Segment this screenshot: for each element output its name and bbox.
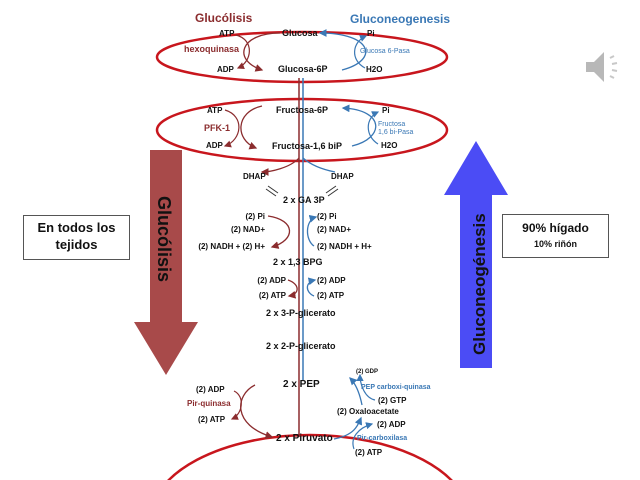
adp-label-2: ADP [206, 141, 224, 150]
enzyme-g6pase: Glucosa 6-Pasa [360, 48, 410, 55]
pc-atp-adp-arrow [352, 422, 374, 450]
gng-nad: (2) NAD+ [317, 225, 351, 234]
h2o-pi-arrow [354, 35, 368, 69]
pepck-gtp-gdp-arrow [356, 373, 376, 401]
left-box-line2: tejidos [55, 237, 98, 252]
pi-label: Pi [367, 29, 375, 38]
dhap-left: DHAP [243, 172, 266, 181]
gly-nad: (2) NAD+ [231, 225, 265, 234]
enzyme-fbpase-line1: Fructosa [378, 121, 405, 128]
pk-atp: (2) ATP [198, 415, 226, 424]
gly-adp: (2) ADP [257, 276, 286, 285]
dhap-right: DHAP [331, 172, 354, 181]
h2o-label: H2O [366, 65, 382, 74]
left-box-line1: En todos los [37, 220, 116, 235]
atp-label: ATP [219, 29, 235, 38]
oxaloacetate: (2) Oxaloacetate [337, 407, 399, 416]
adp-label: ADP [217, 65, 235, 74]
regulation-ellipse-2 [155, 97, 449, 163]
right-info-box: 90% hígado 10% riñón [502, 214, 609, 258]
pep: 2 x PEP [283, 379, 320, 390]
pc-atp: (2) ATP [355, 448, 383, 457]
fructose-6p: Fructosa-6P [276, 105, 328, 115]
step3-gly-arrow [267, 215, 291, 249]
gly-atp: (2) ATP [259, 291, 287, 300]
h2o-pi-arrow-2 [367, 111, 380, 145]
pfk1-arrow [240, 105, 263, 150]
pc-adp: (2) ADP [377, 420, 406, 429]
glucose: Glucosa [282, 28, 319, 38]
fbpase-arrow [341, 104, 377, 147]
pk-adp: (2) ADP [196, 385, 225, 394]
enzyme-fbpase-line2: 1,6 bi-Pasa [378, 129, 414, 136]
g6pase-arrow [318, 29, 367, 71]
2pg: 2 x 2-P-glicerato [266, 341, 336, 351]
gly-pi: (2) Pi [245, 212, 265, 221]
pk-arrow [240, 384, 274, 439]
enzyme-pepck: PEP carboxi-quinasa [361, 384, 431, 391]
atp-adp-arrow-2 [223, 109, 240, 148]
h2o-label-2: H2O [381, 141, 397, 150]
speaker-icon[interactable] [586, 52, 618, 82]
fructose-16bp: Fructosa-1,6 biP [272, 141, 342, 151]
header-glycolysis: Glucólisis [195, 11, 253, 25]
pk-adp-atp-arrow [230, 390, 242, 420]
enzyme-pfk1: PFK-1 [204, 123, 230, 133]
pyruvate: 2 x Piruvato [276, 433, 333, 444]
gng-adp: (2) ADP [317, 276, 346, 285]
glycolysis-arrow-label: Glucólisis [154, 196, 174, 282]
step4-gng-arrow [306, 277, 317, 297]
gng-atp: (2) ATP [317, 291, 345, 300]
right-box-line1: 90% hígado [522, 221, 589, 235]
gluconeogenesis-arrow-label: Gluconeogénesis [470, 213, 489, 355]
equilibrium-left-icon [265, 185, 279, 197]
ga3p: 2 x GA 3P [283, 195, 325, 205]
dhap-left-arrow [260, 157, 300, 176]
glycolysis-down-arrow [134, 150, 198, 375]
enzyme-hexokinase: hexoquinasa [184, 44, 240, 54]
pi-label-2: Pi [382, 106, 390, 115]
equilibrium-right-icon [325, 185, 339, 197]
pepck-gdp: (2) GDP [356, 369, 378, 375]
bpg: 2 x 1,3 BPG [273, 257, 323, 267]
enzyme-pyruvate-carboxylase: Pir-carboxilasa [357, 435, 407, 442]
3pg: 2 x 3-P-glicerato [266, 308, 336, 318]
gluconeogenesis-up-arrow [444, 141, 508, 368]
gly-nadh: (2) NADH + (2) H+ [198, 242, 265, 251]
gng-nadh: (2) NADH + H+ [317, 242, 372, 251]
regulation-ellipse-1 [155, 30, 449, 84]
hexokinase-arrow [243, 32, 281, 72]
step4-gly-arrow [287, 279, 298, 299]
atp-label-2: ATP [207, 106, 223, 115]
atp-adp-arrow [235, 34, 250, 69]
pepck-gtp: (2) GTP [378, 396, 407, 405]
right-box-line2: 10% riñón [533, 239, 577, 249]
glucose-6p: Glucosa-6P [278, 64, 328, 74]
dhap-right-arrow [302, 157, 336, 173]
step3-gng-arrow [306, 214, 318, 247]
pepck-arrow [349, 377, 363, 406]
gng-pi: (2) Pi [317, 212, 337, 221]
header-gluconeogenesis: Gluconeogenesis [350, 12, 450, 26]
pc-arrow [333, 416, 363, 440]
enzyme-pyruvate-kinase: Pir-quinasa [187, 399, 231, 408]
regulation-ellipse-3 [167, 433, 453, 480]
left-info-box: En todos los tejidos [23, 215, 130, 260]
